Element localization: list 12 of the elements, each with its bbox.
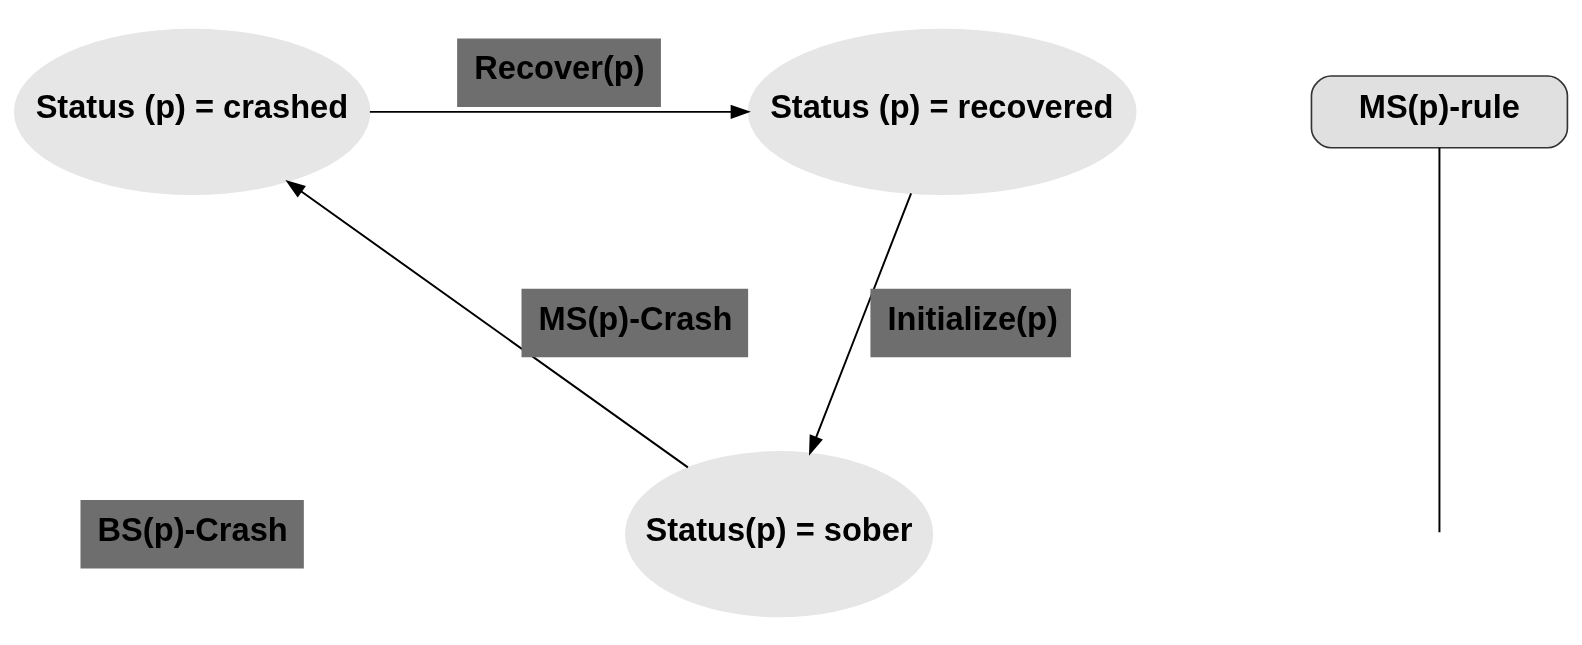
connector xyxy=(1438,146,1441,533)
edge-label: Recover(p) xyxy=(474,48,645,86)
edge-label: Initialize(p) xyxy=(887,299,1058,337)
arrow xyxy=(808,191,913,456)
edge-label: MS(p)-Crash xyxy=(538,299,733,337)
node-ellipse: Status(p) = sober xyxy=(625,450,934,617)
node-ellipse: Status (p) = recovered xyxy=(747,28,1137,195)
arrow xyxy=(368,104,751,119)
node-box: MS(p)-rule xyxy=(1310,74,1569,149)
arrow xyxy=(285,179,689,468)
label: BS(p)-Crash xyxy=(97,510,288,548)
node-ellipse: Status (p) = crashed xyxy=(13,28,371,195)
